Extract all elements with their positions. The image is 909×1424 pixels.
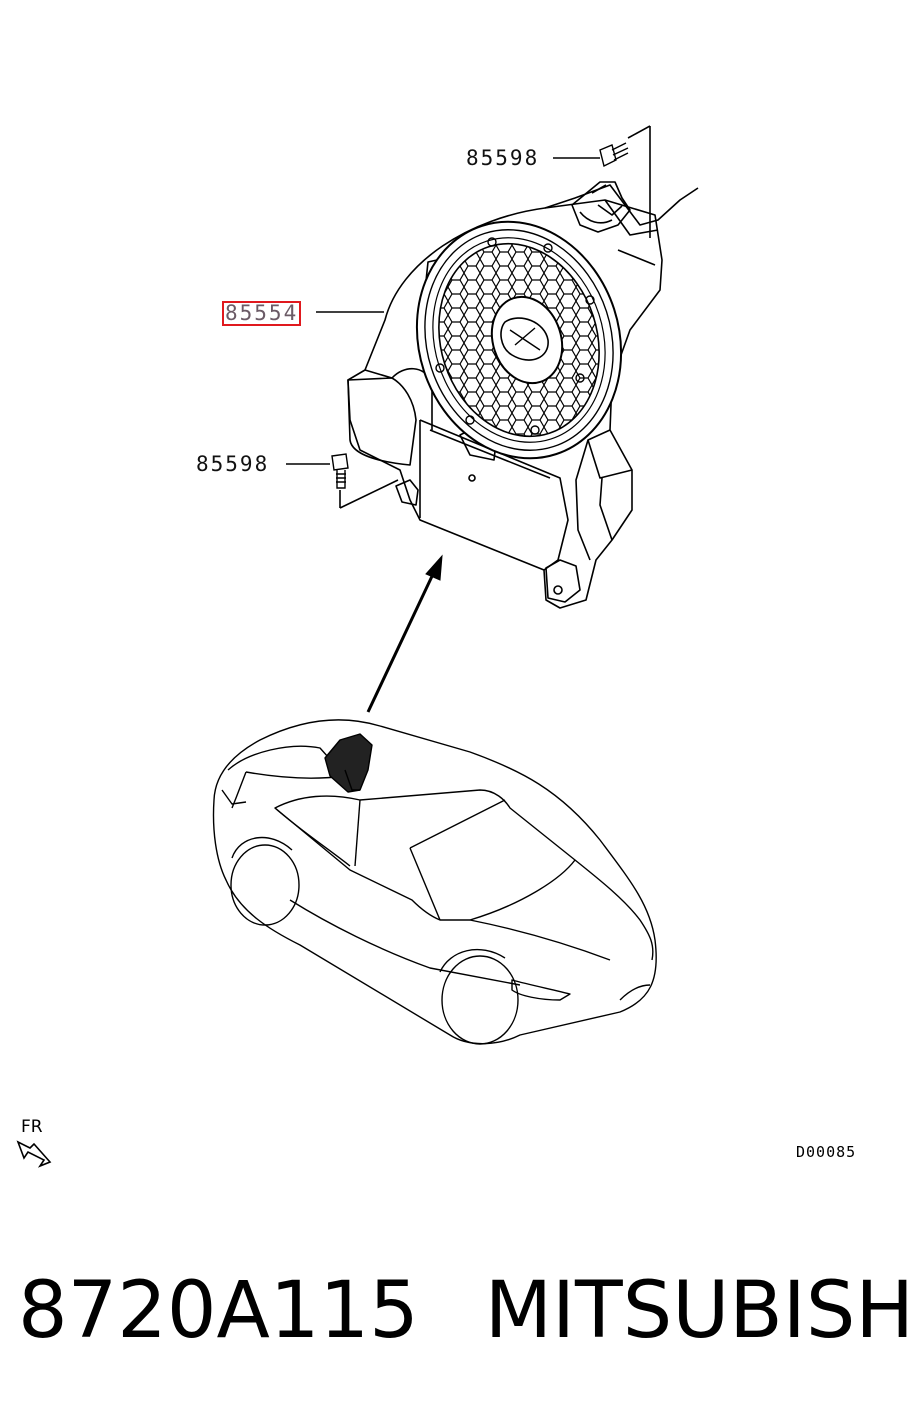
bolt-lower-icon [331,453,349,489]
callout-bolt-lower: 85598 [196,452,270,476]
part-number: 8720A115 [18,1266,419,1356]
speaker-grill [415,220,623,460]
diagram-code: D00085 [796,1143,857,1161]
front-direction-label: FR [21,1117,43,1137]
bolt-upper-icon [599,142,629,168]
location-arrow [366,554,443,713]
front-arrow-icon [16,1140,52,1168]
callout-speaker-assembly: 85554 [222,301,302,326]
brand-name: MITSUBISHI [484,1266,909,1356]
callout-bolt-upper: 85598 [466,146,540,170]
leader-lines [286,125,651,509]
car-outline [212,719,657,1045]
parts-diagram [16,125,699,1168]
